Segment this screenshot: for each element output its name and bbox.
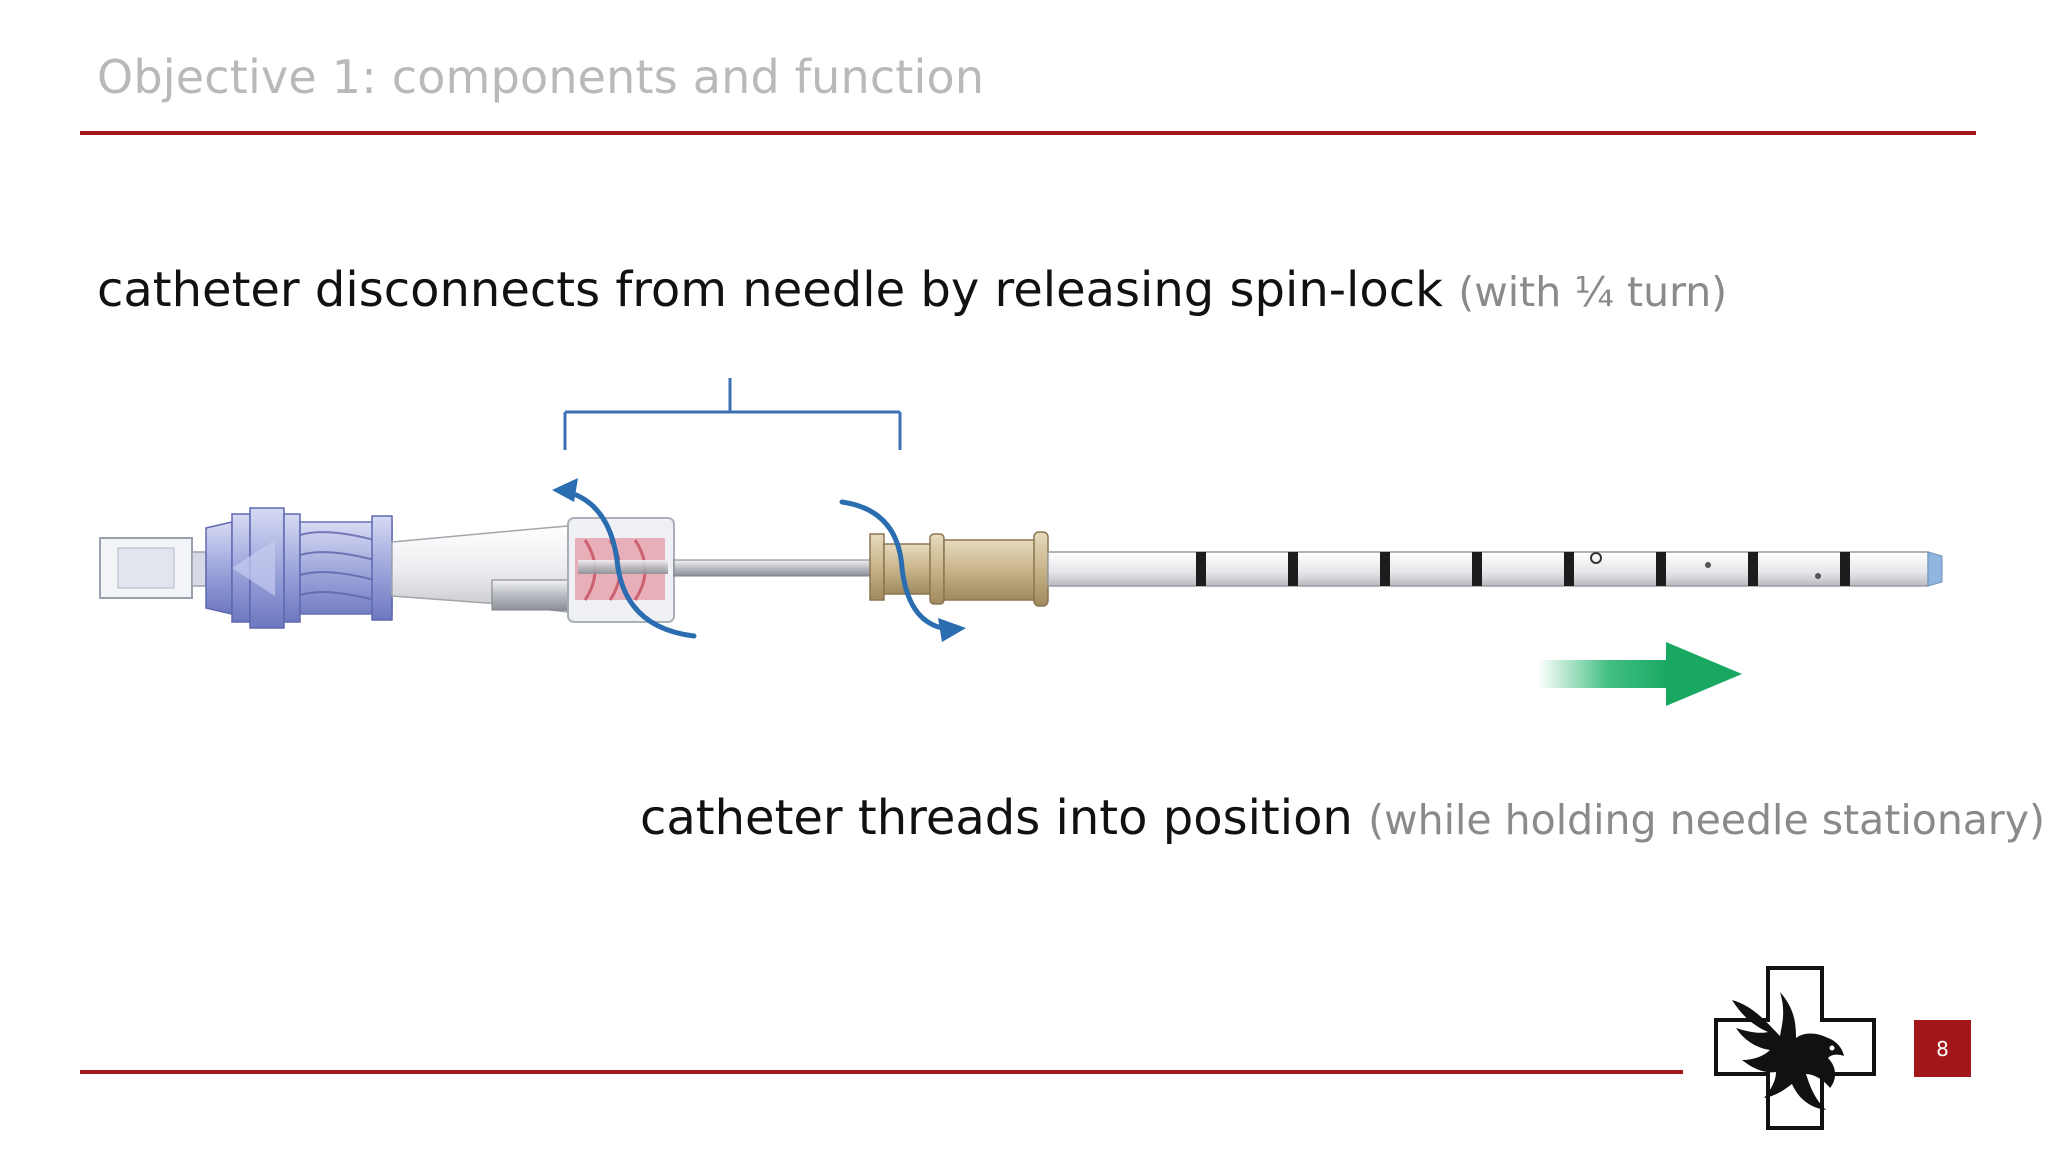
rotation-arrow-left (565, 489, 697, 639)
footer-divider (80, 1070, 1683, 1074)
eagle-cross-logo (1714, 966, 1876, 1130)
caption-threading: catheter threads into position (while ho… (640, 790, 2045, 846)
slide-title: Objective 1: components and function (97, 50, 985, 104)
caption-spin-lock-aside: (with ¼ turn) (1458, 268, 1728, 316)
spin-lock-bracket (563, 378, 902, 450)
rotation-arrow-right-head (938, 618, 966, 642)
catheter-tube (1047, 551, 1943, 587)
page-number-badge: 8 (1914, 1020, 1971, 1077)
needle-shaft (673, 559, 879, 577)
needle-hub (205, 507, 393, 629)
rotation-arrow-left-head (552, 478, 578, 502)
catheter-hub (869, 531, 1049, 607)
spin-lock-hub (567, 517, 675, 623)
flash-plug (99, 537, 207, 599)
title-divider (80, 131, 1976, 135)
catheter-needle-illustration (99, 378, 1943, 706)
direction-arrow (1538, 642, 1742, 706)
needle-collar (491, 579, 569, 611)
caption-threading-main: catheter threads into position (640, 790, 1353, 846)
caption-spin-lock: catheter disconnects from needle by rele… (97, 262, 1727, 318)
caption-threading-aside: (while holding needle stationary) (1368, 796, 2046, 844)
rotation-arrow-right (839, 499, 945, 631)
caption-spin-lock-main: catheter disconnects from needle by rele… (97, 262, 1443, 318)
